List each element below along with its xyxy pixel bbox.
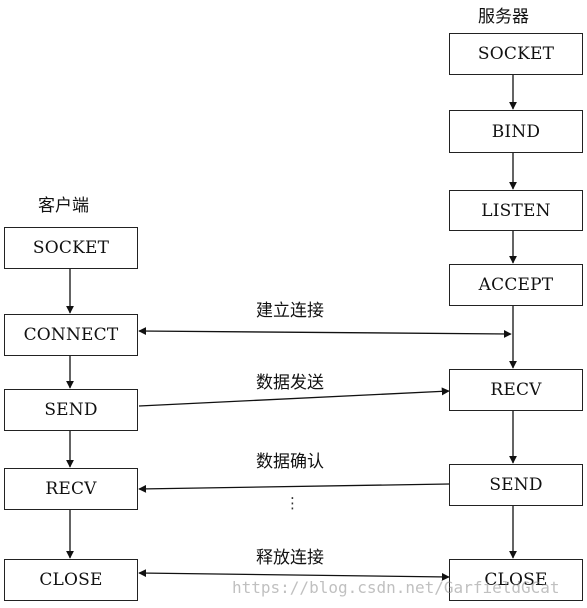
arrow-data-send xyxy=(138,387,450,407)
server-listen-node: LISTEN xyxy=(449,190,583,231)
client-socket-node: SOCKET xyxy=(4,227,138,269)
server-socket-node: SOCKET xyxy=(449,33,583,75)
server-close-node: CLOSE xyxy=(449,559,583,601)
client-send-node: SEND xyxy=(4,389,138,431)
server-accept-node: ACCEPT xyxy=(449,264,583,306)
arrow-connect-handshake xyxy=(138,327,512,338)
edge-label-send: 数据发送 xyxy=(256,373,324,393)
server-send-node: SEND xyxy=(449,464,583,506)
edge-label-connect: 建立连接 xyxy=(256,301,324,321)
client-close-node: CLOSE xyxy=(4,559,138,601)
server-heading: 服务器 xyxy=(478,7,529,27)
client-heading: 客户端 xyxy=(38,196,89,216)
edge-label-close: 释放连接 xyxy=(256,548,324,568)
server-recv-node: RECV xyxy=(449,369,583,411)
ellipsis-more-data: ⋮ xyxy=(285,494,300,512)
watermark-text: https://blog.csdn.net/GarfieldGCat xyxy=(232,578,560,597)
edge-label-ack: 数据确认 xyxy=(256,452,324,472)
server-bind-node: BIND xyxy=(449,110,583,153)
client-connect-node: CONNECT xyxy=(4,314,138,356)
arrow-data-ack xyxy=(138,483,450,493)
client-recv-node: RECV xyxy=(4,468,138,510)
arrow-close-release xyxy=(138,569,450,581)
